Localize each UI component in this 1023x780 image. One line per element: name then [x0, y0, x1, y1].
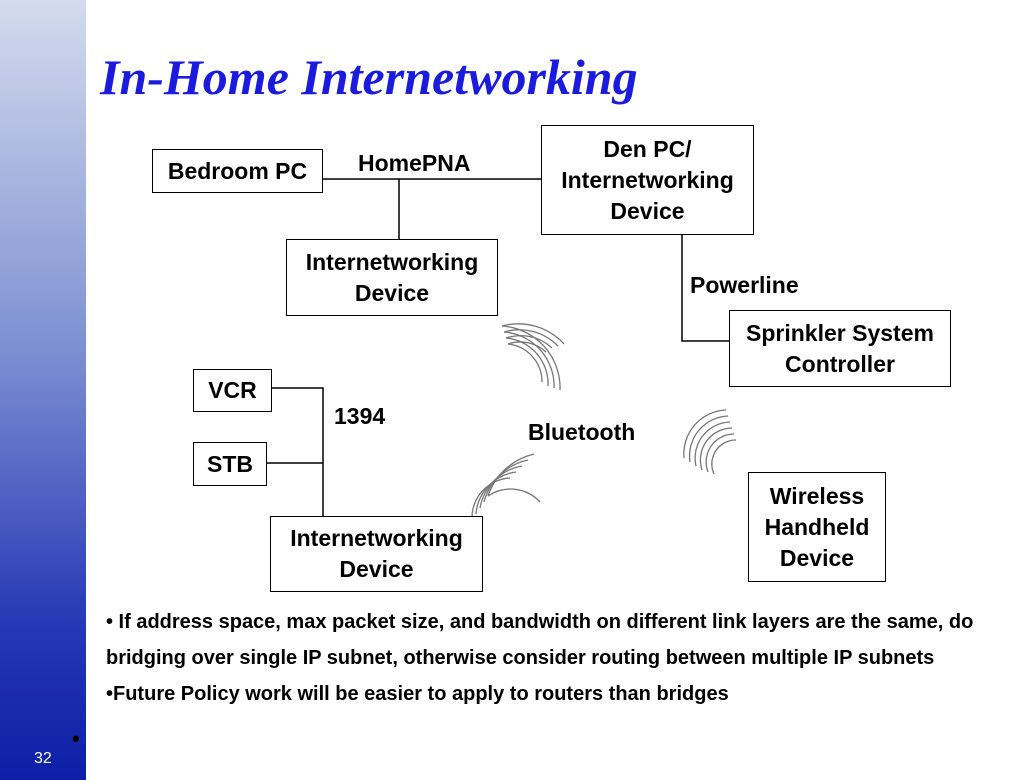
stb-node: STB — [193, 442, 267, 486]
sidebar-gradient — [0, 0, 86, 780]
bullet-list: • If address space, max packet size, and… — [106, 604, 986, 712]
powerline-label: Powerline — [690, 272, 799, 298]
vcr-node: VCR — [193, 369, 272, 412]
powerline-line — [681, 235, 730, 342]
homepna-internetworking-device-node: Internetworking Device — [286, 239, 498, 316]
slide-number: 32 — [34, 750, 52, 767]
den-pc-node: Den PC/ Internetworking Device — [541, 125, 754, 235]
radio-wave-icon-right — [683, 409, 737, 475]
bedroom-pc-node: Bedroom PC — [152, 149, 323, 193]
1394-internetworking-device-node: Internetworking Device — [270, 516, 483, 592]
slide-title: In-Home Internetworking — [100, 49, 638, 105]
homepna-label: HomePNA — [358, 150, 471, 176]
radio-wave-icon-lower — [471, 453, 541, 521]
radio-wave-icon-upper — [501, 323, 565, 391]
bullet-item: •Future Policy work will be easier to ap… — [106, 683, 729, 705]
corner-mark: • — [72, 726, 80, 751]
1394-label: 1394 — [334, 403, 386, 429]
1394-bus-line — [272, 387, 324, 518]
sprinkler-controller-node: Sprinkler System Controller — [729, 310, 951, 387]
bluetooth-label: Bluetooth — [528, 419, 636, 445]
bullet-item: • If address space, max packet size, and… — [106, 611, 974, 669]
wireless-handheld-node: Wireless Handheld Device — [748, 472, 886, 582]
